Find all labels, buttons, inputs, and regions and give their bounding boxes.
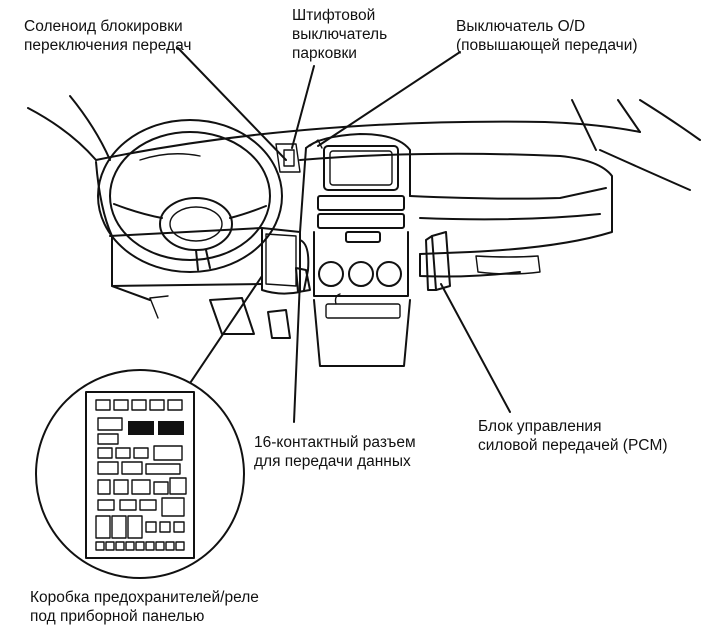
label-od-switch: Выключатель O/D (повышающей передачи) [456,18,638,54]
label-shift-lock-solenoid: Соленоид блокировки переключения передач [24,18,192,54]
pedals [149,295,291,339]
windshield-frame [27,95,701,191]
label-park-pin-switch: Штифтовой выключатель парковки [292,7,388,62]
label-data-link-connector: 16-контактный разъем для передачи данных [254,434,416,470]
pcm-unit [425,231,451,291]
steering-wheel [97,119,283,273]
dashboard-body [95,152,613,301]
label-fuse-relay-box: Коробка предохранителей/реле под приборн… [30,589,259,625]
label-pcm: Блок управления силовой передачей (PCM) [478,418,668,454]
fuse-box-inset [35,369,245,579]
center-console [299,133,411,367]
